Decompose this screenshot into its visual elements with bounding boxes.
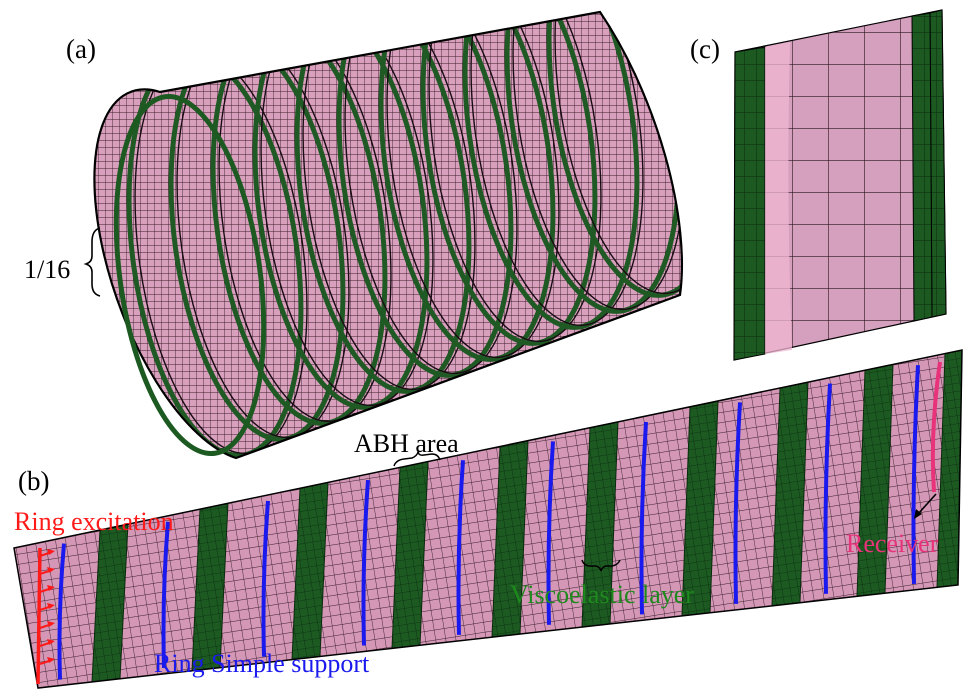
cylinder-ring [252, 12, 430, 410]
cylinder-ring-edge [302, 12, 476, 391]
excitation-arrowhead [47, 585, 55, 591]
segment-closeup [733, 9, 947, 361]
cylinder-model [93, 10, 684, 460]
ring-support-line [261, 500, 270, 657]
ring-support-line [361, 479, 370, 646]
cylinder-ring-edge [554, 12, 682, 295]
cylinder-ring [378, 12, 556, 362]
closeup-viscoelastic-right [929, 9, 947, 318]
ring-support-line [911, 365, 920, 584]
panel-label-a: (a) [66, 34, 96, 64]
receiver-label: Receiver [846, 529, 939, 558]
receiver-line [930, 361, 942, 493]
ring-excitation-arrows [36, 547, 55, 685]
viscoelastic-brace [581, 559, 621, 572]
ring-support-line [456, 460, 465, 635]
excitation-arrowhead [47, 549, 55, 555]
cylinder-ring-edge [386, 12, 560, 359]
cylinder-ring-edge [470, 12, 644, 327]
cylinder-ring [294, 12, 472, 394]
ring-support-line [639, 421, 648, 615]
viscoelastic-band [936, 350, 962, 588]
excitation-arrowhead [47, 621, 55, 627]
receiver-pointer [914, 493, 937, 519]
closeup-abh-region [765, 42, 792, 354]
ring-support-line [823, 383, 832, 594]
cylinder-ring [336, 12, 514, 378]
ring-support-lines [57, 365, 920, 680]
sector-brace [83, 227, 101, 297]
cylinder-ring [420, 12, 598, 346]
excitation-arrowhead [47, 657, 55, 663]
abh-area-label: ABH area [354, 429, 459, 458]
ring-support-line [546, 441, 555, 625]
ring-support-line [733, 402, 742, 604]
abh-area-brace [393, 451, 441, 467]
excitation-arrowhead [47, 603, 55, 609]
panel-label-c: (c) [690, 34, 720, 64]
ring-excitation-label: Ring excitation [14, 507, 174, 536]
ring-support-label: Ring Simple support [154, 649, 370, 678]
ring-support-line [161, 521, 170, 668]
closeup-viscoelastic-left [733, 46, 766, 361]
ring-support-line [57, 543, 66, 680]
viscoelastic-bands [91, 350, 962, 683]
excitation-arrowhead [47, 639, 55, 645]
excitation-arrowhead [47, 567, 55, 573]
panel-label-b: (b) [18, 466, 49, 496]
cylinder-ring [462, 12, 640, 330]
cylinder-ring [546, 12, 682, 298]
cylinder-ring-edge [260, 12, 434, 407]
viscoelastic-layer-label: Viscoelastic layer [510, 580, 694, 609]
sector-fraction-label: 1/16 [24, 255, 70, 284]
cylinder-ring-edge [344, 12, 518, 375]
cylinder-ring-edge [428, 12, 602, 343]
